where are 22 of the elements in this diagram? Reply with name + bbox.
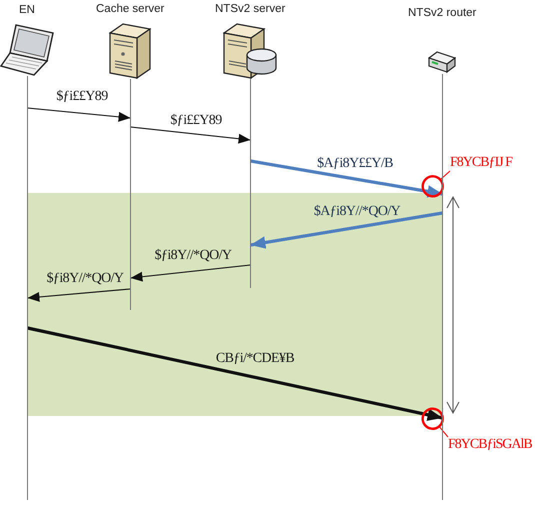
annotation-text: F8YCBƒIJ F [450, 155, 512, 171]
participant-label: NTSv2 server [215, 2, 286, 16]
edge-label: $ƒi££Y89 [56, 89, 108, 105]
message-arrow [27, 107, 131, 122]
edge-label: $ƒi8Y//*QO/Y [154, 248, 232, 264]
leader-line [422, 170, 450, 198]
participant-label: NTSv2 router [408, 6, 476, 20]
message-arrow [130, 264, 251, 282]
message-arrow [250, 159, 443, 198]
edge-label: CBƒi/*CDE¥B [216, 351, 294, 367]
edge-label: $ƒi8Y//*QO/Y [46, 271, 124, 287]
message-arrow [27, 326, 443, 421]
message-arrow [27, 288, 131, 302]
participant-label: Cache server [96, 2, 164, 16]
annotation-text: F8YCBƒiSGAlB [448, 437, 532, 453]
edge-label: $ƒi££Y89 [170, 113, 222, 129]
edge-label: $Aƒi8Y££Y/B [317, 156, 393, 172]
message-arrow [130, 126, 251, 144]
leader-line [421, 408, 448, 438]
participant-label: EN [19, 3, 35, 17]
message-arrow [250, 211, 443, 249]
edge-label: $Aƒi8Y//*QO/Y [314, 204, 400, 220]
